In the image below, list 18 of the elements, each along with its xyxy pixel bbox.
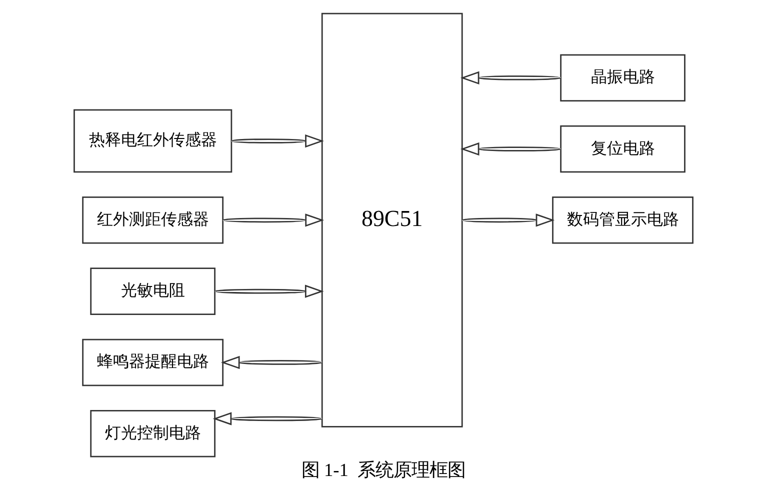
arrow (462, 213, 555, 226)
node-box: 89C51 (321, 12, 463, 427)
node-box: 数码管显示电路 (552, 196, 694, 244)
arrow (222, 213, 324, 226)
node-box: 晶振电路 (560, 54, 686, 101)
node-box: 蜂鸣器提醒电路 (82, 338, 224, 386)
node-box: 红外测距传感器 (82, 196, 224, 244)
node-box: 热释电红外传感器 (74, 108, 232, 172)
arrow (460, 142, 561, 156)
node-box: 光敏电阻 (90, 267, 216, 314)
arrow (212, 412, 322, 425)
arrow (220, 355, 322, 369)
caption: 图 1-1 系统原理框图 (301, 459, 466, 480)
arrow (231, 134, 324, 148)
node-box: 复位电路 (560, 124, 686, 172)
node-box: 灯光控制电路 (90, 409, 216, 457)
arrow (214, 284, 324, 298)
arrow (460, 70, 561, 84)
